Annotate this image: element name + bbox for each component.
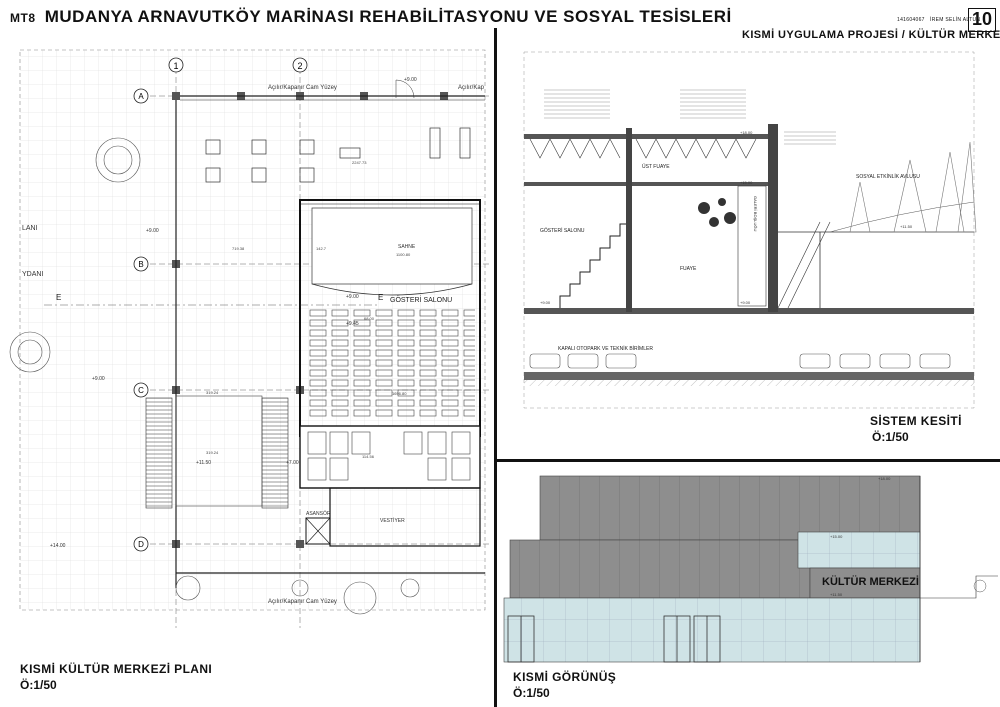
dimension-label: 114.56 xyxy=(362,454,375,459)
elevation-signage: KÜLTÜR MERKEZİ xyxy=(822,575,919,588)
section-level-mark: +18.00 xyxy=(740,130,753,135)
row-label-d: D xyxy=(138,540,144,549)
glass-facade-right-label: Açılır/Kap xyxy=(458,85,485,91)
glass-facade-bottom-label: Açılır/Kapanır Cam Yüzey xyxy=(268,599,337,605)
section-gallery-void-label: GALERİ BOŞLUĞU xyxy=(753,196,758,231)
level-mark: +9.00 xyxy=(404,77,417,83)
dimension-label: 319.24 xyxy=(206,390,219,395)
section-level-mark: +15.00 xyxy=(740,180,753,185)
floor-plan-drawing: 1 2 A B C D xyxy=(9,49,490,628)
screening-hall-label: GÖSTERİ SALONU xyxy=(390,295,452,304)
elevation-level-mark: +18.00 xyxy=(878,476,891,481)
dimension-label: 2247.73 xyxy=(352,160,367,165)
project-code: MT8 xyxy=(10,11,36,25)
section-mark-left: E xyxy=(56,293,61,302)
cropped-label-lani: LANI xyxy=(22,225,38,232)
dimension-label: 142.7 xyxy=(316,246,327,251)
section-drawing: GÖSTERİ SALONU ÜST FUAYE FUAYE GALERİ BO… xyxy=(523,51,977,409)
section-foyer-label: FUAYE xyxy=(680,266,697,272)
page-number-box xyxy=(968,8,996,32)
section-social-plaza-label: SOSYAL ETKİNLİK AVLUSU xyxy=(856,173,920,180)
page-number: 10 xyxy=(972,9,993,29)
stage-label: SAHNE xyxy=(398,244,416,250)
axis-label-2: 2 xyxy=(297,61,302,71)
row-label-b: B xyxy=(138,260,143,269)
dimension-label: 1100.80 xyxy=(396,252,411,257)
section-scale: Ö:1/50 xyxy=(872,430,909,444)
section-level-mark: +9.00 xyxy=(740,300,751,305)
project-title: MUDANYA ARNAVUTKÖY MARİNASI REHABİLİTASY… xyxy=(44,7,732,26)
panel-divider-horizontal xyxy=(496,459,1000,462)
student-name: İREM SELİN ALTUN xyxy=(930,17,981,23)
glass-facade-top-label: Açılır/Kapanır Cam Yüzey xyxy=(268,85,337,91)
section-screening-hall-label: GÖSTERİ SALONU xyxy=(540,227,585,234)
plan-caption: KISMİ KÜLTÜR MERKEZİ PLANI xyxy=(20,662,213,676)
dimension-label: 68.00 xyxy=(364,316,375,321)
elevator-label: ASANSÖR xyxy=(306,510,331,517)
section-caption: SİSTEM KESİTİ xyxy=(870,414,962,428)
section-level-mark: +9.00 xyxy=(540,300,551,305)
row-label-a: A xyxy=(138,92,144,101)
level-mark: +9.45 xyxy=(346,321,359,327)
restroom-label: VESTİYER xyxy=(380,517,405,524)
elevation-level-mark: +11.50 xyxy=(830,592,843,597)
elevation-drawing: KÜLTÜR MERKEZİ +18.00 +15.00 +11.50 xyxy=(503,475,998,663)
section-upper-foyer-label: ÜST FUAYE xyxy=(642,163,670,170)
level-mark: +9.00 xyxy=(92,376,105,382)
section-mark-right: E xyxy=(378,293,383,302)
elevation-scale: Ö:1/50 xyxy=(513,686,550,700)
axis-label-1: 1 xyxy=(173,61,178,71)
dimension-label: 719.38 xyxy=(232,246,245,251)
level-mark: +7.00 xyxy=(286,460,299,466)
level-mark: +11.50 xyxy=(196,460,211,466)
level-mark: +9.00 xyxy=(346,294,359,300)
cropped-label-ydani: YDANI xyxy=(22,271,43,278)
level-mark: +14.00 xyxy=(50,543,66,549)
row-label-c: C xyxy=(138,386,144,395)
level-mark: +9.00 xyxy=(146,228,159,234)
student-id: 141604067 xyxy=(897,17,925,23)
dimension-label: 1696.80 xyxy=(392,391,407,396)
elevation-level-mark: +15.00 xyxy=(830,534,843,539)
section-parking-label: KAPALI OTOPARK VE TEKNİK BİRİMLER xyxy=(558,345,653,352)
plan-scale: Ö:1/50 xyxy=(20,678,57,692)
section-level-mark: +11.50 xyxy=(900,224,913,229)
dimension-label: 319.24 xyxy=(206,450,219,455)
panel-divider-vertical xyxy=(494,28,497,707)
elevation-caption: KISMİ GÖRÜNÜŞ xyxy=(513,670,617,684)
sheet-title: MT8 MUDANYA ARNAVUTKÖY MARİNASI REHABİLİ… xyxy=(10,7,732,27)
sheet-subtitle: KISMİ UYGULAMA PROJESİ / KÜLTÜR MERKEZİ xyxy=(742,29,1000,41)
